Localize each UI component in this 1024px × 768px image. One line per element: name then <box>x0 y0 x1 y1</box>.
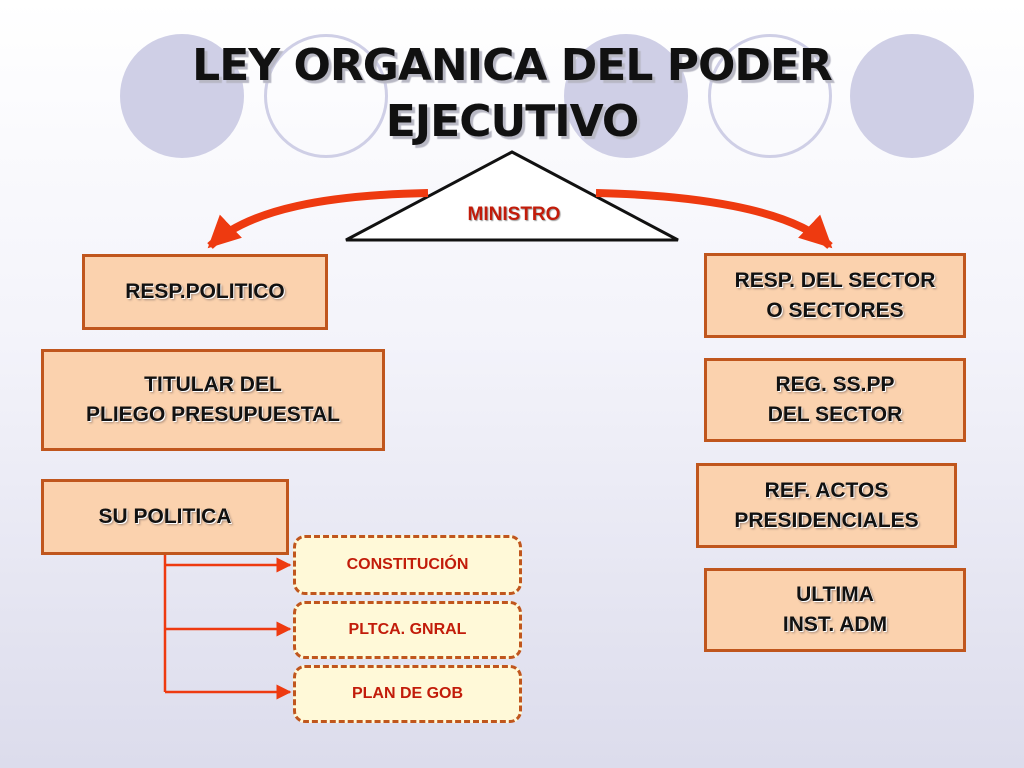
decor-ring <box>264 34 388 158</box>
ref-actos-box: REF. ACTOS PRESIDENCIALES <box>696 463 957 548</box>
constitucion-text: CONSTITUCIÓN <box>346 556 469 573</box>
ultima-box: ULTIMA INST. ADM <box>704 568 966 652</box>
pltca-gnral-item: PLTCA. GNRAL <box>293 601 522 659</box>
page-title: LEY ORGANICA DEL PODER EJECUTIVO <box>100 38 924 150</box>
su-politica-text: SU POLITICA <box>98 505 232 528</box>
title-line-2: EJECUTIVO <box>385 96 640 147</box>
decor-circle <box>120 34 244 158</box>
ultima-text: ULTIMA INST. ADM <box>782 583 888 636</box>
ministro-label: MINISTRO <box>467 204 561 225</box>
pltca-gnral-text: PLTCA. GNRAL <box>348 621 467 638</box>
ministro-triangle <box>345 150 679 242</box>
arrow-to-resp-politico <box>207 189 429 249</box>
arrow-to-resp-sector <box>595 189 833 249</box>
plan-de-gob-text: PLAN DE GOB <box>351 685 464 702</box>
titular-box: TITULAR DEL PLIEGO PRESUPUESTAL <box>41 349 385 451</box>
resp-sector-box: RESP. DEL SECTOR O SECTORES <box>704 253 966 338</box>
constitucion-item: CONSTITUCIÓN <box>293 535 522 595</box>
resp-politico-box: RESP.POLITICO <box>82 254 328 330</box>
ref-actos-text: REF. ACTOS PRESIDENCIALES <box>734 478 919 532</box>
decor-ring <box>708 34 832 158</box>
decor-circle <box>850 34 974 158</box>
decor-circle <box>564 34 688 158</box>
su-politica-box: SU POLITICA <box>41 479 289 555</box>
plan-de-gob-item: PLAN DE GOB <box>293 665 522 723</box>
title-line-1: LEY ORGANICA DEL PODER <box>192 40 833 91</box>
resp-politico-text: RESP.POLITICO <box>125 280 285 303</box>
resp-sector-text: RESP. DEL SECTOR O SECTORES <box>734 268 936 322</box>
reg-sspp-text: REG. SS.PP DEL SECTOR <box>767 373 903 426</box>
reg-sspp-box: REG. SS.PP DEL SECTOR <box>704 358 966 442</box>
titular-text: TITULAR DEL PLIEGO PRESUPUESTAL <box>86 373 340 426</box>
